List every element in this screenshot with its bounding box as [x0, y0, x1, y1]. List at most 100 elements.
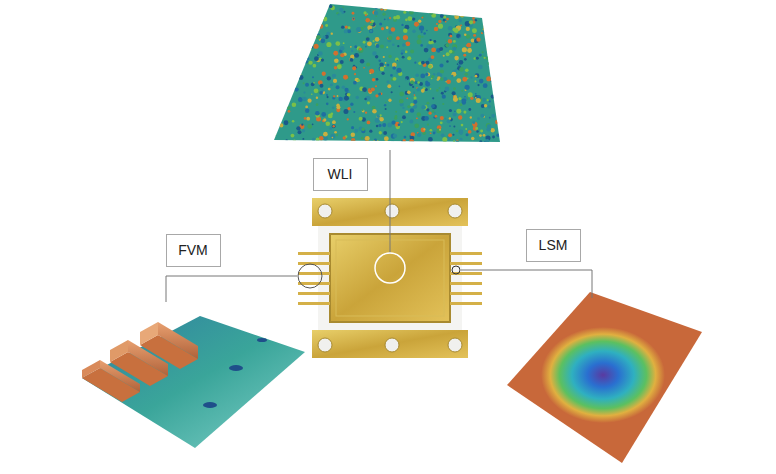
texture-dot: [276, 120, 278, 122]
texture-dot: [468, 92, 473, 97]
texture-dot: [421, 128, 426, 133]
texture-dot: [314, 44, 319, 49]
texture-dot: [449, 50, 453, 54]
texture-dot: [476, 38, 480, 42]
texture-dot: [313, 8, 317, 12]
texture-dot: [390, 74, 393, 77]
texture-dot: [359, 117, 363, 121]
texture-dot: [269, 19, 272, 22]
texture-dot: [361, 128, 364, 131]
texture-dot: [428, 137, 433, 142]
texture-dot: [354, 53, 359, 58]
texture-dot: [446, 18, 449, 21]
texture-dot: [365, 18, 370, 23]
texture-dot: [304, 62, 306, 64]
texture-dot: [294, 72, 296, 74]
texture-dot: [297, 14, 299, 16]
texture-dot: [303, 82, 305, 84]
texture-dot: [316, 30, 319, 33]
texture-dot: [290, 91, 293, 94]
texture-dot: [269, 75, 271, 77]
texture-dot: [333, 51, 338, 56]
texture-dot: [356, 27, 361, 32]
texture-dot: [445, 21, 447, 23]
texture-dot: [383, 56, 385, 58]
texture-dot: [378, 124, 381, 127]
texture-dot: [379, 117, 383, 121]
texture-dot: [362, 110, 365, 113]
texture-dot: [430, 8, 434, 12]
texture-dot: [330, 83, 333, 86]
texture-dot: [336, 12, 339, 15]
texture-dot: [283, 65, 288, 70]
texture-dot: [381, 27, 384, 30]
texture-dot: [299, 97, 301, 99]
texture-dot: [489, 117, 491, 119]
texture-dot: [490, 128, 494, 132]
texture-dot: [287, 54, 289, 56]
texture-dot: [446, 60, 448, 62]
texture-dot: [387, 64, 390, 67]
texture-dot: [309, 47, 312, 50]
texture-dot: [441, 92, 444, 95]
texture-dot: [384, 7, 387, 10]
texture-dot: [481, 0, 485, 4]
texture-dot: [297, 130, 301, 134]
texture-dot: [287, 106, 291, 110]
texture-dot: [494, 45, 498, 49]
texture-dot: [399, 99, 404, 104]
texture-dot: [412, 86, 414, 88]
texture-dot: [337, 1, 340, 4]
texture-dot: [499, 60, 503, 64]
wli-surface: [274, 4, 500, 142]
texture-dot: [381, 72, 384, 75]
texture-dot: [311, 83, 315, 87]
texture-dot: [309, 5, 312, 8]
lsm-crater: [541, 327, 665, 423]
texture-dot: [303, 92, 305, 94]
texture-dot: [376, 125, 379, 128]
texture-dot: [479, 134, 482, 137]
texture-dot: [380, 8, 383, 11]
texture-dot: [282, 7, 284, 9]
texture-dot: [294, 87, 298, 91]
texture-dot: [273, 111, 277, 115]
texture-dot: [348, 26, 351, 29]
texture-dot: [304, 8, 307, 11]
texture-dot: [385, 62, 387, 64]
texture-dot: [294, 7, 296, 9]
texture-dot: [314, 56, 319, 61]
texture-dot: [292, 120, 295, 123]
texture-dot: [463, 54, 466, 57]
texture-dot: [276, 24, 280, 28]
texture-dot: [479, 8, 482, 11]
method-label: FVM: [178, 242, 208, 259]
texture-dot: [288, 44, 292, 48]
texture-dot: [332, 137, 334, 139]
texture-dot: [407, 4, 412, 9]
texture-dot: [489, 57, 492, 60]
texture-dot: [367, 41, 372, 46]
texture-dot: [461, 98, 466, 103]
texture-dot: [486, 56, 490, 60]
texture-dot: [498, 115, 500, 117]
texture-dot: [326, 42, 331, 47]
texture-dot: [290, 17, 293, 20]
texture-dot: [310, 45, 313, 48]
texture-dot: [297, 71, 299, 73]
chip-pin: [450, 302, 482, 305]
texture-dot: [399, 73, 402, 76]
texture-dot: [302, 97, 304, 99]
texture-dot: [491, 9, 493, 11]
texture-dot: [333, 125, 335, 127]
texture-dot: [337, 13, 339, 15]
texture-dot: [461, 2, 466, 7]
texture-dot: [367, 13, 369, 15]
texture-dot: [395, 111, 397, 113]
texture-dot: [335, 41, 340, 46]
texture-dot: [301, 58, 305, 62]
label-box: LSM: [526, 229, 581, 262]
texture-dot: [271, 117, 276, 122]
texture-dot: [453, 112, 457, 116]
texture-dot: [417, 39, 422, 44]
